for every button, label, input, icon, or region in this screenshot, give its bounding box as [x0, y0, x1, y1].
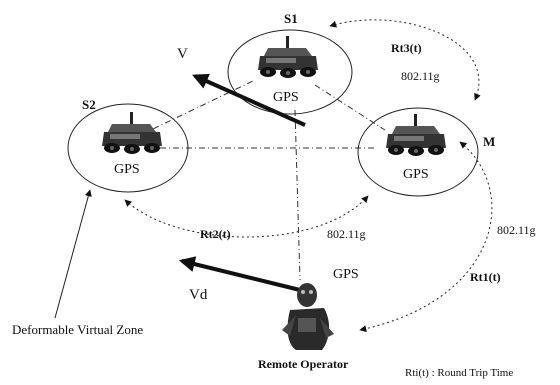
formation-links: [129, 79, 386, 281]
wifi-s2-m-label: 802.11g: [327, 227, 366, 241]
robot-s1-icon: [258, 36, 318, 78]
operator-gps-label: GPS: [333, 267, 359, 282]
operator-label: Remote Operator: [258, 357, 349, 371]
zone-label: Deformable Virtual Zone: [12, 322, 144, 337]
velocity-v-arrow: [192, 73, 306, 127]
node-s2-gps-label: GPS: [114, 162, 140, 177]
node-s2-ellipse: [67, 103, 189, 193]
rt1-label: Rt1(t): [470, 270, 501, 284]
remote-operator-figure: [282, 283, 334, 350]
node-m-gps-label: GPS: [403, 167, 429, 182]
robot-s2-icon: [102, 112, 162, 154]
round-trip-arcs: [124, 19, 493, 333]
robot-m-icon: [386, 114, 446, 156]
wifi-m-operator-label: 802.11g: [497, 223, 536, 237]
wifi-s1-m-label: 802.11g: [401, 69, 440, 83]
rt2-label: Rt2(t): [200, 227, 231, 241]
velocity-v-label: V: [177, 46, 188, 62]
velocity-vd-arrow: [178, 256, 301, 292]
node-m-label: M: [483, 134, 496, 149]
node-s2-label: S2: [82, 97, 96, 112]
node-s1-gps-label: GPS: [273, 90, 299, 105]
rt3-label: Rt3(t): [391, 41, 422, 55]
velocity-vd-label: Vd: [189, 287, 208, 303]
zone-pointer-arrow: [54, 189, 92, 319]
legend-label: Rti(t) : Round Trip Time: [405, 367, 514, 379]
node-s1-label: S1: [284, 11, 298, 26]
